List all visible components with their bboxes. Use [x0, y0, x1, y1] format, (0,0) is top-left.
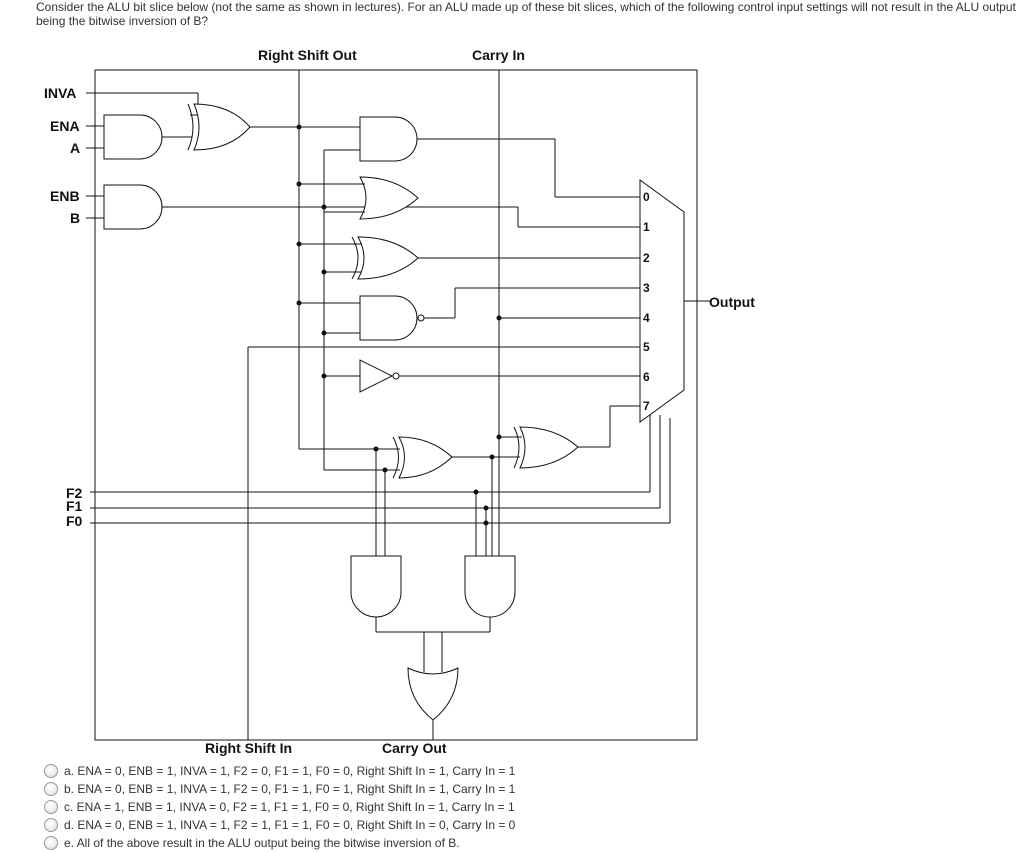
radio-button[interactable]: [44, 764, 58, 778]
or-gate-ab: [359, 176, 419, 220]
mux-input-5: 5: [643, 340, 650, 354]
and-gate-ab: [359, 116, 418, 162]
xor-gate-sum-2: [519, 426, 579, 469]
input-b-label: B: [70, 210, 80, 226]
nand-gate-ab: [359, 295, 418, 341]
input-f1-label: F1: [66, 498, 83, 514]
input-a-label: A: [70, 140, 80, 156]
mux-input-2: 2: [643, 251, 650, 265]
mux-input-numbers: 0 1 2 3 4 5 6 7: [643, 190, 650, 413]
output-label: Output: [709, 294, 755, 310]
option-c[interactable]: c. ENA = 1, ENB = 1, INVA = 0, F2 = 1, F…: [44, 798, 1004, 816]
option-b[interactable]: b. ENA = 0, ENB = 1, INVA = 1, F2 = 0, F…: [44, 780, 1004, 798]
input-inva-label: INVA: [44, 85, 76, 101]
output-multiplexer: [639, 179, 685, 423]
radio-button[interactable]: [44, 782, 58, 796]
option-label: a. ENA = 0, ENB = 1, INVA = 1, F2 = 0, F…: [64, 764, 516, 778]
option-label: b. ENA = 0, ENB = 1, INVA = 1, F2 = 0, F…: [64, 782, 516, 796]
input-f0-label: F0: [66, 513, 83, 529]
option-label: d. ENA = 0, ENB = 1, INVA = 1, F2 = 1, F…: [64, 818, 516, 832]
mux-input-0: 0: [643, 190, 650, 204]
option-label: e. All of the above result in the ALU ou…: [64, 836, 460, 850]
input-f2-label: F2: [66, 485, 83, 501]
vertical-buses: [247, 70, 640, 740]
and-gate-enb: [103, 184, 163, 230]
radio-button[interactable]: [44, 836, 58, 850]
option-a[interactable]: a. ENA = 0, ENB = 1, INVA = 1, F2 = 0, F…: [44, 762, 1004, 780]
input-ena-label: ENA: [50, 118, 80, 134]
xor-gate-ab: [357, 236, 419, 280]
slice-boundary: [94, 69, 698, 741]
option-d[interactable]: d. ENA = 0, ENB = 1, INVA = 1, F2 = 1, F…: [44, 816, 1004, 834]
alu-bit-slice-diagram: Right Shift Out Carry In Right Shift In …: [44, 47, 755, 756]
and-gate-ena: [103, 114, 163, 160]
mux-input-3: 3: [643, 281, 650, 295]
right-shift-out-label: Right Shift Out: [258, 47, 357, 63]
and-gate-carry-2: [464, 555, 516, 618]
mux-input-6: 6: [643, 370, 650, 384]
not-gate-b: [359, 359, 394, 393]
xor-gate-sum-1: [398, 436, 453, 479]
radio-button[interactable]: [44, 800, 58, 814]
radio-button[interactable]: [44, 818, 58, 832]
or-gate-carry-out: [407, 667, 459, 721]
and-gate-carry-1: [350, 555, 402, 618]
answer-options: a. ENA = 0, ENB = 1, INVA = 1, F2 = 0, F…: [44, 762, 1004, 852]
carry-out-label: Carry Out: [382, 740, 447, 756]
question-text: Consider the ALU bit slice below (not th…: [36, 0, 1016, 28]
right-shift-in-label: Right Shift In: [205, 740, 292, 756]
xor-gate-inva: [193, 103, 251, 151]
mux-input-7: 7: [643, 399, 650, 413]
input-stubs: [86, 92, 670, 524]
input-enb-label: ENB: [50, 188, 80, 204]
mux-input-1: 1: [643, 220, 650, 234]
option-e[interactable]: e. All of the above result in the ALU ou…: [44, 834, 1004, 852]
option-label: c. ENA = 1, ENB = 1, INVA = 0, F2 = 1, F…: [64, 800, 515, 814]
mux-input-4: 4: [643, 311, 650, 325]
carry-in-label: Carry In: [472, 47, 525, 63]
junction-dots: [296, 124, 502, 526]
